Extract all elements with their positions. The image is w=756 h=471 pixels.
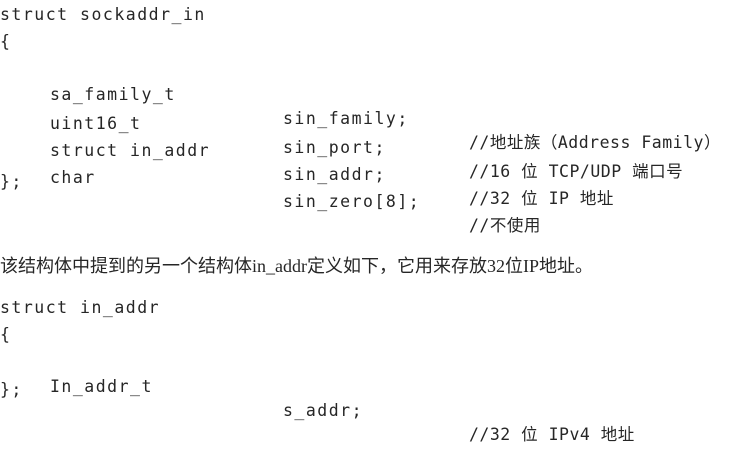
code-line-struct-header: struct in_addr: [0, 298, 161, 317]
body-paragraph: 该结构体中提到的另一个结构体in_addr定义如下，它用来存放32位IP地址。: [0, 256, 593, 276]
code-line-close-brace: };: [0, 380, 23, 399]
field-comment: //不使用: [469, 216, 541, 235]
code-line-field: struct in_addr sin_addr; //32 位 IP 地址: [0, 115, 756, 208]
code-line-open-brace: {: [0, 325, 12, 344]
code-line-field: In_addr_t s_addr; //32 位 IPv4 地址: [0, 351, 756, 444]
code-line-open-brace: {: [0, 32, 12, 51]
field-name: sin_addr;: [283, 165, 386, 184]
field-comment: //16 位 TCP/UDP 端口号: [469, 162, 684, 181]
field-type: char: [50, 168, 96, 187]
field-comment: //地址族（Address Family）: [469, 133, 721, 152]
field-name: sin_port;: [283, 138, 386, 157]
code-line-field: char sin_zero[8]; //不使用: [0, 142, 756, 235]
field-name: sin_family;: [283, 109, 409, 128]
code-line-field: uint16_t sin_port; //16 位 TCP/UDP 端口号: [0, 88, 756, 181]
field-comment: //32 位 IP 地址: [469, 189, 614, 208]
code-line-field: sa_family_t sin_family; //地址族（Address Fa…: [0, 59, 756, 152]
field-type: In_addr_t: [50, 377, 153, 396]
field-type: sa_family_t: [50, 85, 176, 104]
field-type: struct in_addr: [50, 141, 211, 160]
code-line-struct-header: struct sockaddr_in: [0, 5, 206, 24]
field-name: sin_zero[8];: [283, 192, 421, 211]
code-line-close-brace: };: [0, 172, 23, 191]
field-type: uint16_t: [50, 114, 142, 133]
field-comment: //32 位 IPv4 地址: [469, 425, 635, 444]
